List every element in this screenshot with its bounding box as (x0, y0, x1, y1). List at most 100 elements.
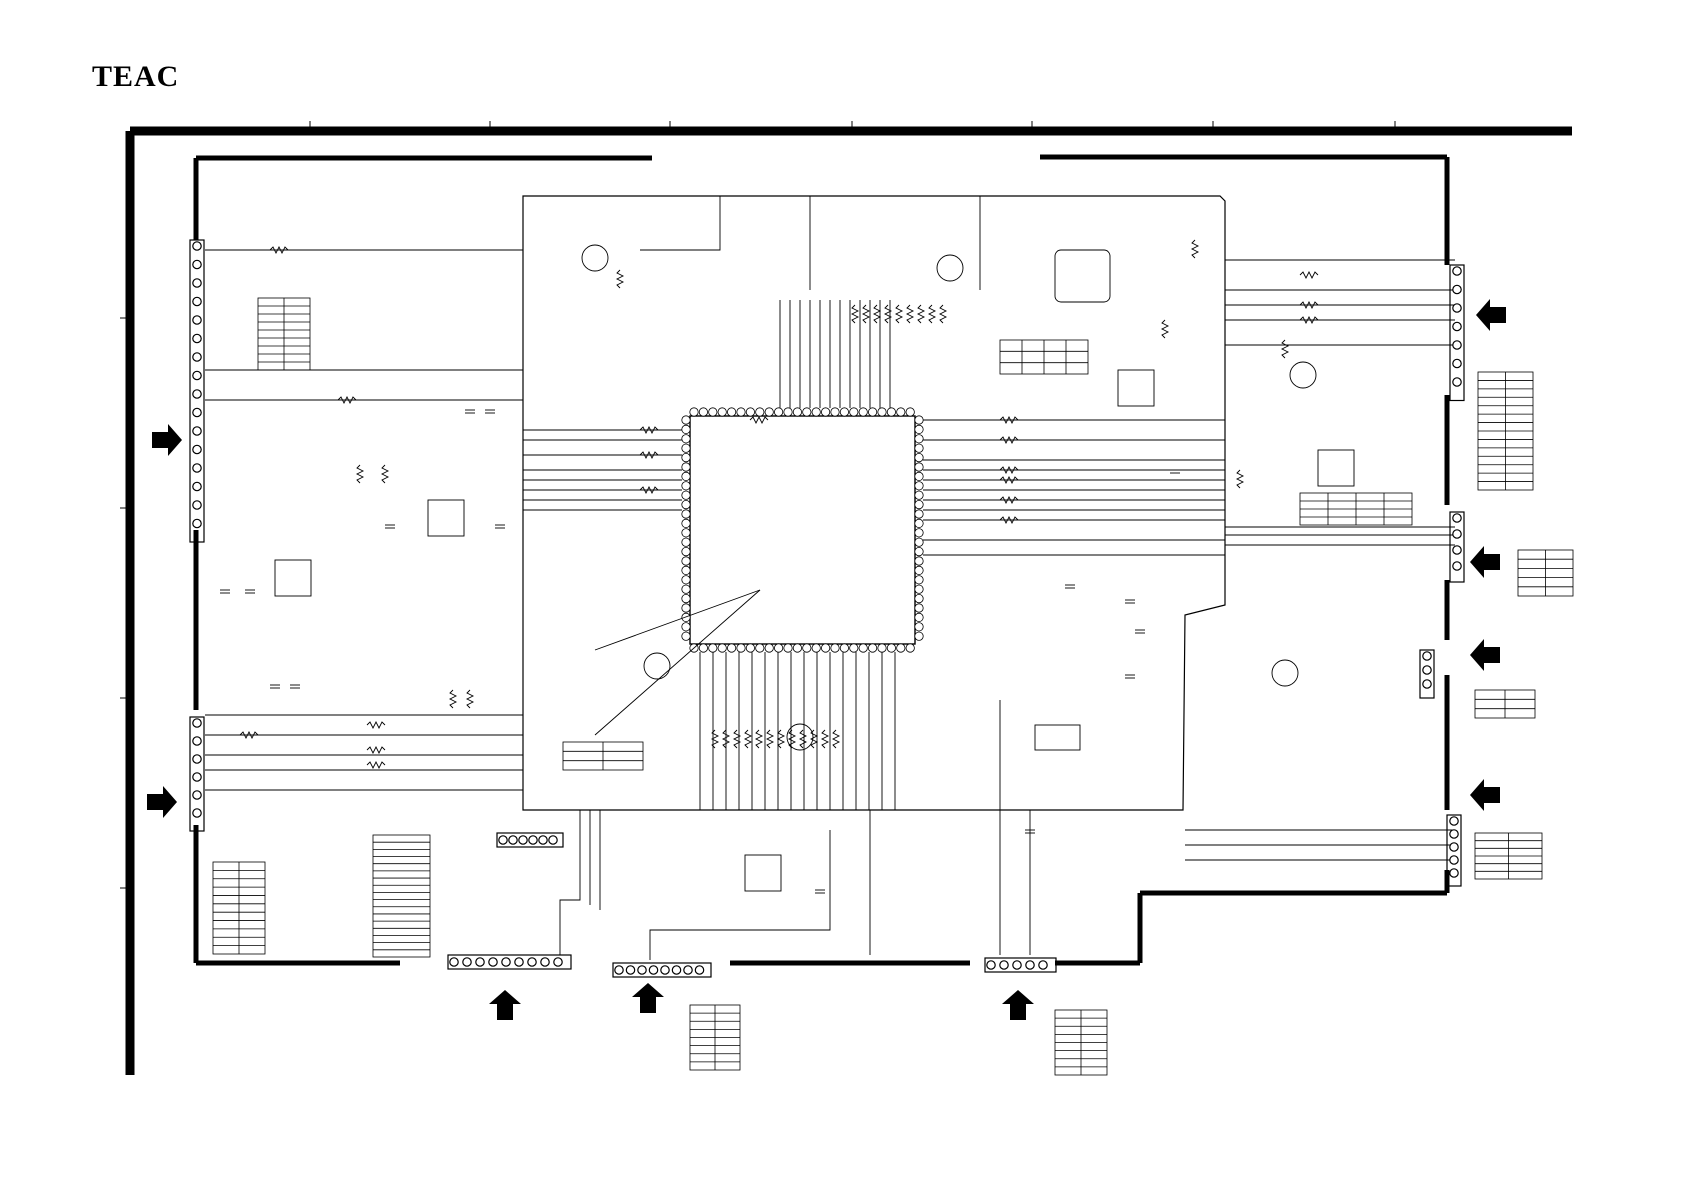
connector-pin (193, 791, 201, 799)
ic-pin (915, 510, 923, 518)
arrow-left-2 (147, 786, 177, 818)
resistor (617, 270, 623, 288)
resistor (833, 730, 839, 748)
connector-pin (502, 958, 510, 966)
connector-pin (1423, 680, 1431, 688)
connector-pin (509, 836, 517, 844)
resistor (1192, 240, 1198, 258)
connector-pin (1453, 341, 1461, 349)
ic-pin (915, 538, 923, 546)
ic-pin (746, 408, 754, 416)
resistor (745, 730, 751, 748)
ic-pin (682, 519, 690, 527)
resistor (756, 730, 762, 748)
ic-pin (915, 529, 923, 537)
resistor (907, 305, 913, 323)
ic-pin (682, 538, 690, 546)
ic-pin (699, 408, 707, 416)
connector-pin (1450, 830, 1458, 838)
connector-pin (695, 966, 703, 974)
ic-pin (868, 408, 876, 416)
resistor (450, 690, 456, 708)
connector-pin (672, 966, 680, 974)
ic-pin (682, 491, 690, 499)
connector-pin (463, 958, 471, 966)
ic-pin (915, 435, 923, 443)
connector-pin (1453, 322, 1461, 330)
connector-pin (193, 260, 201, 268)
resistor (929, 305, 935, 323)
connector-pin (193, 334, 201, 342)
ic-pin (850, 408, 858, 416)
connector-pin (1453, 359, 1461, 367)
ic-pin (915, 604, 923, 612)
resistor (1300, 272, 1318, 278)
connector-pin (554, 958, 562, 966)
ic-pin (915, 500, 923, 508)
ic-pin (718, 644, 726, 652)
ic-pin (737, 408, 745, 416)
connector-pin (684, 966, 692, 974)
connector-pin (539, 836, 547, 844)
ic-pin (915, 566, 923, 574)
ic-pin (682, 425, 690, 433)
main-ic-qfp (682, 408, 923, 652)
connector-pin (1453, 285, 1461, 293)
arrow-left-1 (152, 424, 182, 456)
ic-pin (840, 644, 848, 652)
ic-pin (727, 408, 735, 416)
ic-pin (756, 644, 764, 652)
resistor (382, 465, 388, 483)
ic-pin (774, 408, 782, 416)
connector-pin (193, 755, 201, 763)
small-ic (275, 560, 311, 596)
ic-pin (831, 408, 839, 416)
connector-pin (193, 371, 201, 379)
connector-pin (193, 464, 201, 472)
resistor (367, 762, 385, 768)
resistor (1282, 340, 1288, 358)
ic-pin (709, 644, 717, 652)
small-ic (428, 500, 464, 536)
ic-pin (682, 510, 690, 518)
ic-pin (915, 594, 923, 602)
resistor (712, 730, 718, 748)
ic-pin (915, 613, 923, 621)
ic-pin (682, 557, 690, 565)
ic-pin (887, 644, 895, 652)
connector-pin (626, 966, 634, 974)
resistor (852, 305, 858, 323)
ic-pin (878, 408, 886, 416)
ic-pin (756, 408, 764, 416)
arrow-right-1 (1476, 299, 1506, 331)
connector-pin (1450, 869, 1458, 877)
ic-pin (821, 644, 829, 652)
ic-pin (793, 408, 801, 416)
arrow-bottom-2 (632, 983, 664, 1013)
ic-pin (682, 594, 690, 602)
small-ic (1118, 370, 1154, 406)
ic-pin (868, 644, 876, 652)
ic-pin (727, 644, 735, 652)
connector-pin (1453, 562, 1461, 570)
resistor (1237, 470, 1243, 488)
ic-pin (915, 547, 923, 555)
connector-pin (1453, 514, 1461, 522)
ic-pin (915, 632, 923, 640)
connector-pin (193, 719, 201, 727)
ic-pin (682, 435, 690, 443)
ic-pin (915, 444, 923, 452)
connector-pin (489, 958, 497, 966)
connector-pin (193, 297, 201, 305)
arrow-bottom-1 (489, 990, 521, 1020)
ic-pin (915, 623, 923, 631)
resistor (357, 465, 363, 483)
connector-pin (1039, 961, 1047, 969)
transistor (1272, 660, 1298, 686)
ic-pin (682, 576, 690, 584)
connector-pin (1450, 817, 1458, 825)
ic-pin (784, 644, 792, 652)
ic-pin (850, 644, 858, 652)
ic-pin (915, 472, 923, 480)
ic-pin (915, 557, 923, 565)
